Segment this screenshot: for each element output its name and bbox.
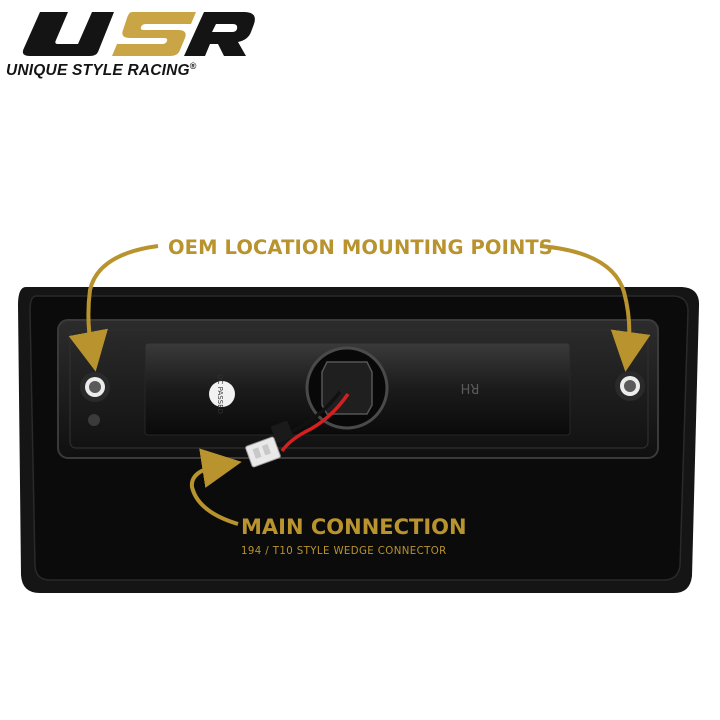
wiring-harness (271, 390, 350, 453)
registered-mark: ® (189, 61, 197, 71)
arrow-to-left-mount (68, 244, 159, 372)
logo-letter-u (22, 12, 114, 56)
wedge-connector (245, 436, 281, 468)
left-mounting-point (80, 372, 110, 426)
logo-letter-r (184, 12, 255, 56)
qc-sticker-text: QC PASSED (216, 374, 224, 414)
mounting-points-callout: OEM LOCATION MOUNTING POINTS (168, 236, 553, 259)
brand-tagline: UNIQUE STYLE RACING® (6, 61, 197, 80)
brand-logo (22, 12, 255, 56)
arrow-to-right-mount (539, 244, 651, 372)
tagline-text: UNIQUE STYLE RACING (6, 62, 190, 80)
connector-type-callout: 194 / T10 STYLE WEDGE CONNECTOR (241, 546, 447, 557)
inner-panel-lip (69, 329, 649, 449)
qc-sticker: QC PASSED (209, 374, 235, 414)
logo-letter-s (112, 12, 196, 56)
main-connection-callout: MAIN CONNECTION (241, 515, 467, 539)
right-mounting-point (615, 371, 645, 401)
arrow-to-connector (189, 448, 242, 526)
side-marking-rh: RH (461, 380, 480, 395)
